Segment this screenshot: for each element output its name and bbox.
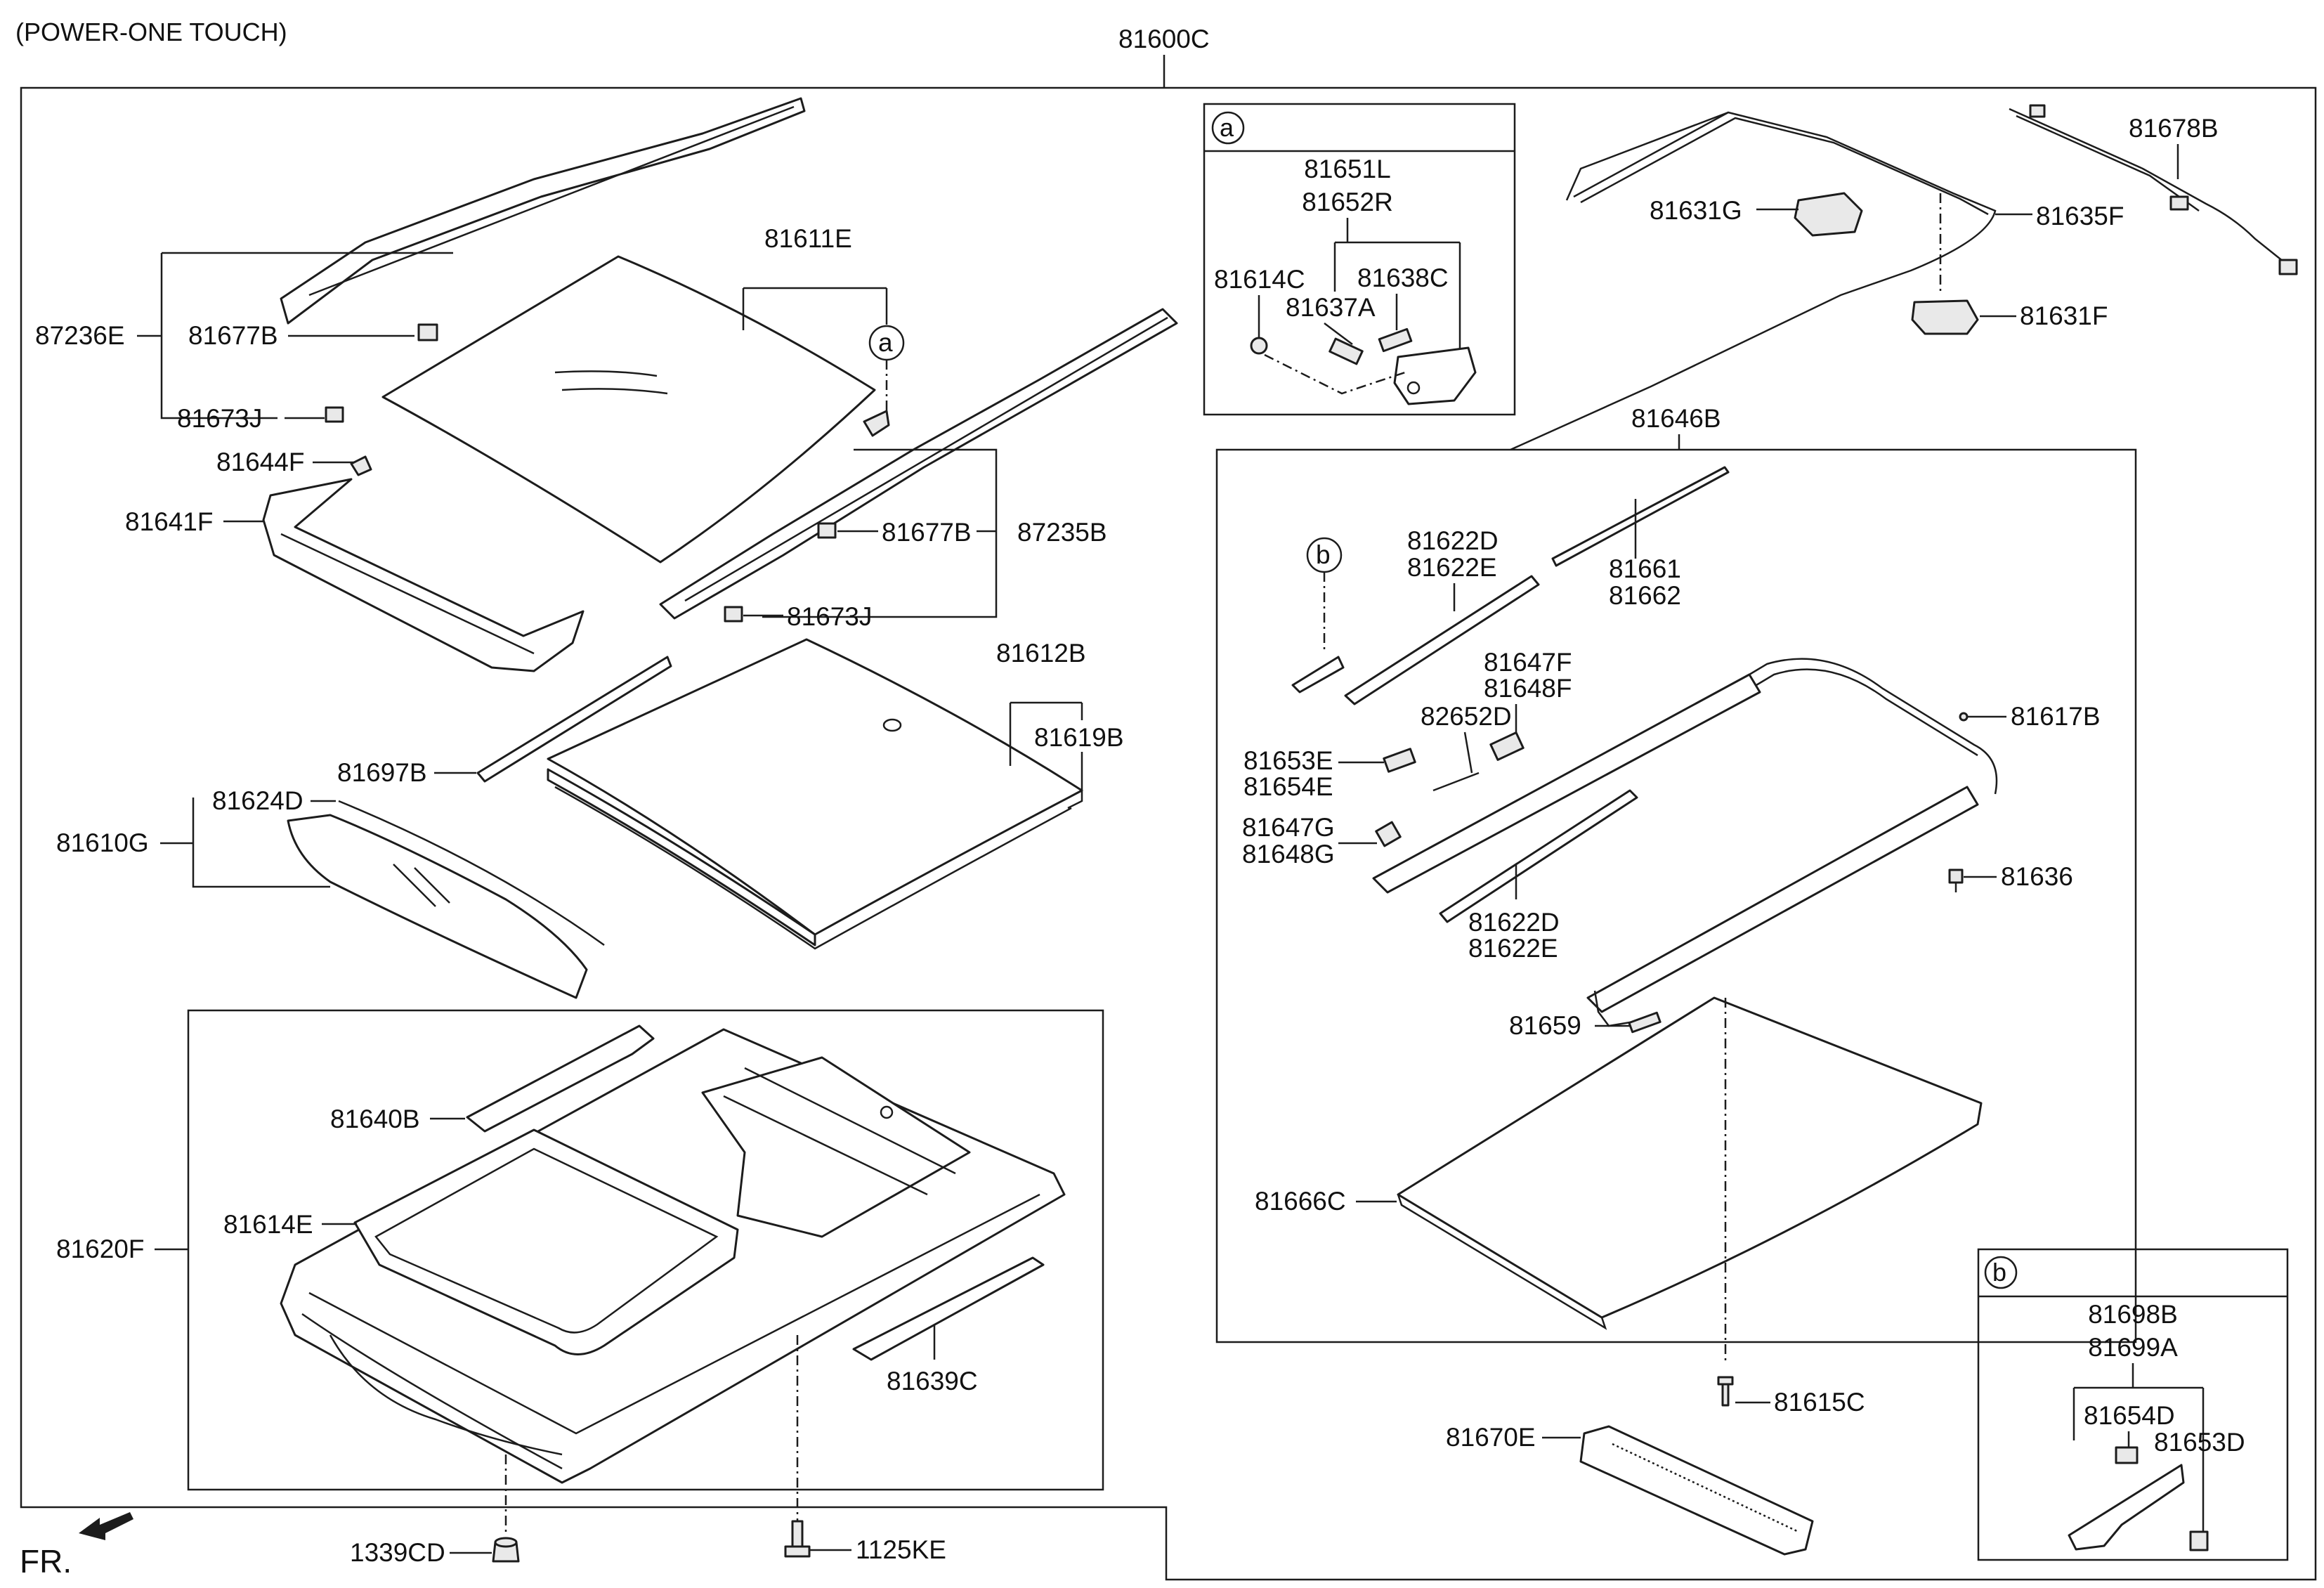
- label-81635F: 81635F: [2036, 202, 2124, 230]
- label-87236E: 87236E: [35, 321, 125, 350]
- front-direction-label: FR.: [20, 1543, 72, 1580]
- bracket-b: [1291, 656, 1345, 694]
- trim-panel-81670E: [1579, 1425, 1814, 1556]
- sunshade-81666C: [1397, 996, 1983, 1319]
- bracket-81639C: [852, 1256, 1045, 1361]
- label-81678B: 81678B: [2129, 114, 2219, 143]
- label-81646B: 81646B: [1631, 404, 1721, 433]
- label-81624D: 81624D: [212, 786, 303, 815]
- sunroof-glass-81611E: [381, 255, 876, 564]
- main-assembly-frame: [20, 86, 2317, 1581]
- label-81641F: 81641F: [125, 507, 214, 536]
- label-87235B: 87235B: [1017, 518, 1107, 547]
- label-1125KE: 1125KE: [856, 1535, 946, 1564]
- sunroof-glass-81612B: [547, 638, 1083, 936]
- label-81673J-left: 81673J: [177, 404, 262, 433]
- label-81615C: 81615C: [1774, 1388, 1865, 1417]
- label-81639C: 81639C: [887, 1367, 978, 1395]
- label-81666C: 81666C: [1255, 1187, 1346, 1216]
- mechanism-frame-81646B: [1215, 448, 2137, 1343]
- label-81670E: 81670E: [1446, 1423, 1536, 1452]
- screw-81615C: [1717, 1376, 1734, 1407]
- callout-b-letter: b: [1316, 540, 1331, 569]
- bolt-1125KE: [784, 1520, 811, 1558]
- deflector-glass-81610G: [287, 814, 588, 999]
- label-81636: 81636: [2001, 862, 2073, 891]
- detail-b-box: b 81698B 81699A 81654D 81653D: [1977, 1248, 2289, 1561]
- assembly-number-label: 81600C: [1118, 25, 1210, 53]
- deflector-strip-81624D: [338, 800, 605, 946]
- label-81640B: 81640B: [330, 1105, 420, 1133]
- label-81620F: 81620F: [56, 1235, 145, 1263]
- label-81617B: 81617B: [2011, 702, 2101, 731]
- variant-note: (POWER-ONE TOUCH): [15, 18, 287, 46]
- label-81654D: 81654D: [2084, 1401, 2175, 1430]
- label-81647G: 81647G: [1242, 813, 1335, 842]
- label-81610G: 81610G: [56, 828, 149, 857]
- guide-rail-81622-upper: [1344, 575, 1540, 705]
- label-81638C: 81638C: [1357, 263, 1449, 292]
- label-81697B: 81697B: [337, 758, 427, 787]
- label-81661: 81661: [1609, 554, 1681, 583]
- label-81619B: 81619B: [1034, 723, 1124, 752]
- label-81654E: 81654E: [1243, 772, 1333, 801]
- label-81698B: 81698B: [2088, 1300, 2178, 1329]
- label-81622E-upper: 81622E: [1407, 553, 1497, 582]
- wind-deflector-81641F: [262, 478, 585, 672]
- motor-81631G: [1794, 192, 1863, 237]
- label-81614C: 81614C: [1214, 265, 1305, 294]
- motor-81631F: [1911, 299, 1979, 335]
- callout-a-letter: a: [878, 328, 893, 357]
- label-81631F: 81631F: [2020, 301, 2108, 330]
- drive-cable-81635F: [1510, 111, 1997, 451]
- label-81622D-lower: 81622D: [1468, 908, 1560, 937]
- label-81677B-right: 81677B: [882, 518, 972, 547]
- trim-strip-81661: [1551, 466, 1730, 567]
- label-81648F: 81648F: [1484, 674, 1572, 703]
- label-81653D: 81653D: [2154, 1428, 2245, 1457]
- label-81652R: 81652R: [1302, 188, 1393, 216]
- label-81677B-left: 81677B: [188, 321, 278, 350]
- label-81637A: 81637A: [1286, 293, 1376, 322]
- label-81659: 81659: [1509, 1011, 1581, 1040]
- label-81648G: 81648G: [1242, 840, 1335, 868]
- detail-a-box: a 81651L 81652R 81614C 81638C 81637A: [1203, 103, 1516, 416]
- label-81651L: 81651L: [1304, 155, 1390, 183]
- bracket-81640B: [466, 1024, 655, 1133]
- label-1339CD: 1339CD: [350, 1538, 445, 1567]
- wiring-harness-81678B: [2009, 104, 2298, 275]
- label-81699A: 81699A: [2088, 1333, 2178, 1362]
- label-81631G: 81631G: [1650, 196, 1742, 225]
- screw-81636: [1948, 868, 1964, 892]
- guide-rail-81622-lower: [1439, 789, 1638, 923]
- label-81673J-right: 81673J: [787, 602, 872, 631]
- detail-b-title: b: [1992, 1258, 2006, 1287]
- label-81662: 81662: [1609, 581, 1681, 610]
- label-81611E: 81611E: [764, 224, 852, 253]
- label-81647F: 81647F: [1484, 648, 1572, 677]
- front-arrow-icon: [79, 1512, 133, 1540]
- label-81614E: 81614E: [223, 1210, 313, 1239]
- seal-81697B: [476, 656, 672, 783]
- label-81644F: 81644F: [216, 448, 305, 476]
- label-81622E-lower: 81622E: [1468, 934, 1558, 963]
- sunroof-frame-81646B: [1372, 658, 1998, 1027]
- label-81653E: 81653E: [1243, 746, 1333, 775]
- roof-rail-left: [280, 97, 806, 325]
- label-82652D: 82652D: [1421, 702, 1512, 731]
- label-81612B: 81612B: [996, 639, 1086, 668]
- detail-a-title: a: [1220, 113, 1234, 142]
- seal-81614E: [353, 1128, 739, 1355]
- label-81622D-upper: 81622D: [1407, 526, 1499, 555]
